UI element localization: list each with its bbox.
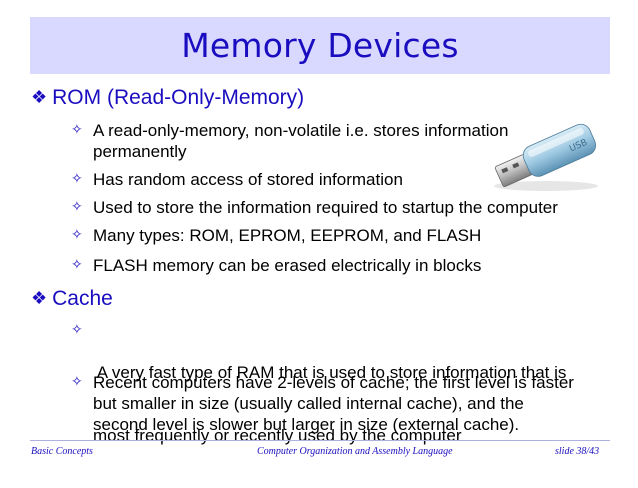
footer-center: Computer Organization and Assembly Langu… xyxy=(257,446,453,457)
title-bar: Memory Devices xyxy=(30,17,610,74)
bullet-line: second level is slower but larger in siz… xyxy=(93,415,520,434)
section-heading-text: ROM (Read-Only-Memory) xyxy=(52,86,305,109)
footer-left: Basic Concepts xyxy=(31,446,93,457)
footer-right: slide 38/43 xyxy=(555,446,600,457)
four-point-star-icon: ✧ xyxy=(71,122,83,138)
bullet-text: Has random access of stored information xyxy=(93,170,403,189)
bullet-line: A very fast type of RAM that is used to … xyxy=(93,363,567,382)
section-heading-rom: ❖ROM (Read-Only-Memory) xyxy=(31,86,304,110)
slide: Memory Devices ❖ROM (Read-Only-Memory) ✧… xyxy=(30,17,610,457)
four-point-star-icon: ✧ xyxy=(71,257,83,273)
bullet-text: Many types: ROM, EPROM, EEPROM, and FLAS… xyxy=(93,226,482,245)
bullet-line: A read-only-memory, non-volatile i.e. st… xyxy=(93,121,509,140)
footer-divider xyxy=(30,440,610,441)
four-point-star-icon: ✧ xyxy=(71,374,83,390)
diamond-bullet-icon: ❖ xyxy=(31,288,48,308)
four-point-star-icon: ✧ xyxy=(71,171,83,187)
bullet-text: A read-only-memory, non-volatile i.e. st… xyxy=(93,120,508,162)
bullet-text: Recent computers have 2-levels of cache;… xyxy=(93,372,574,435)
bullet-line: but smaller in size (usually called inte… xyxy=(93,394,524,413)
bullet-line: permanently xyxy=(93,142,187,161)
four-point-star-icon: ✧ xyxy=(71,199,83,215)
diamond-bullet-icon: ❖ xyxy=(31,87,48,107)
section-heading-cache: ❖Cache xyxy=(31,287,113,311)
usb-flash-drive-image: USB xyxy=(494,123,598,191)
bullet-line: Recent computers have 2-levels of cache;… xyxy=(93,373,574,392)
section-heading-text: Cache xyxy=(52,287,113,310)
bullet-text: FLASH memory can be erased electrically … xyxy=(93,256,482,275)
four-point-star-icon: ✧ xyxy=(71,322,83,338)
slide-title: Memory Devices xyxy=(181,26,459,65)
four-point-star-icon: ✧ xyxy=(71,227,83,243)
bullet-text: Used to store the information required t… xyxy=(93,198,558,217)
